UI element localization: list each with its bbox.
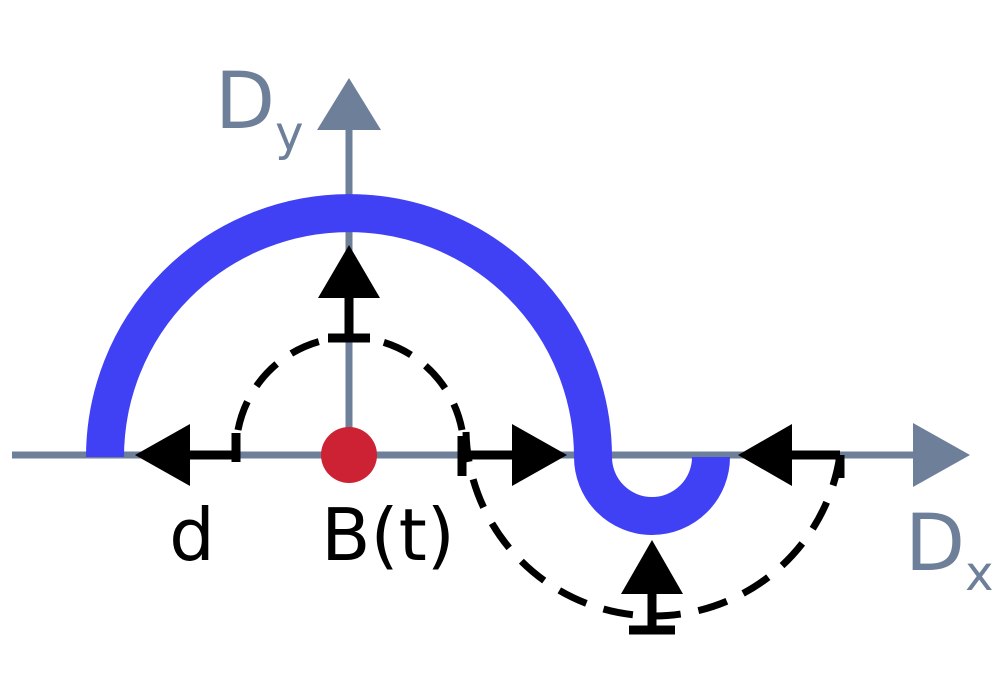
y-axis-arrowhead xyxy=(317,78,381,130)
arrow-right xyxy=(457,424,567,486)
x-axis-arrowhead xyxy=(913,423,970,487)
arrow-up-bottom xyxy=(621,540,683,635)
x-axis-label: Dx xyxy=(905,499,993,602)
arrow-left-right-circle xyxy=(738,424,845,486)
point-b xyxy=(321,427,377,483)
point-label: B(t) xyxy=(321,493,455,577)
y-axis-label: Dy xyxy=(215,57,303,162)
arrow-left xyxy=(135,424,241,486)
arrows xyxy=(135,245,845,635)
distance-label: d xyxy=(169,493,215,577)
blue-curve xyxy=(86,194,730,535)
labels: Dy Dx d B(t) xyxy=(169,57,993,602)
arrow-up-top xyxy=(318,245,380,343)
